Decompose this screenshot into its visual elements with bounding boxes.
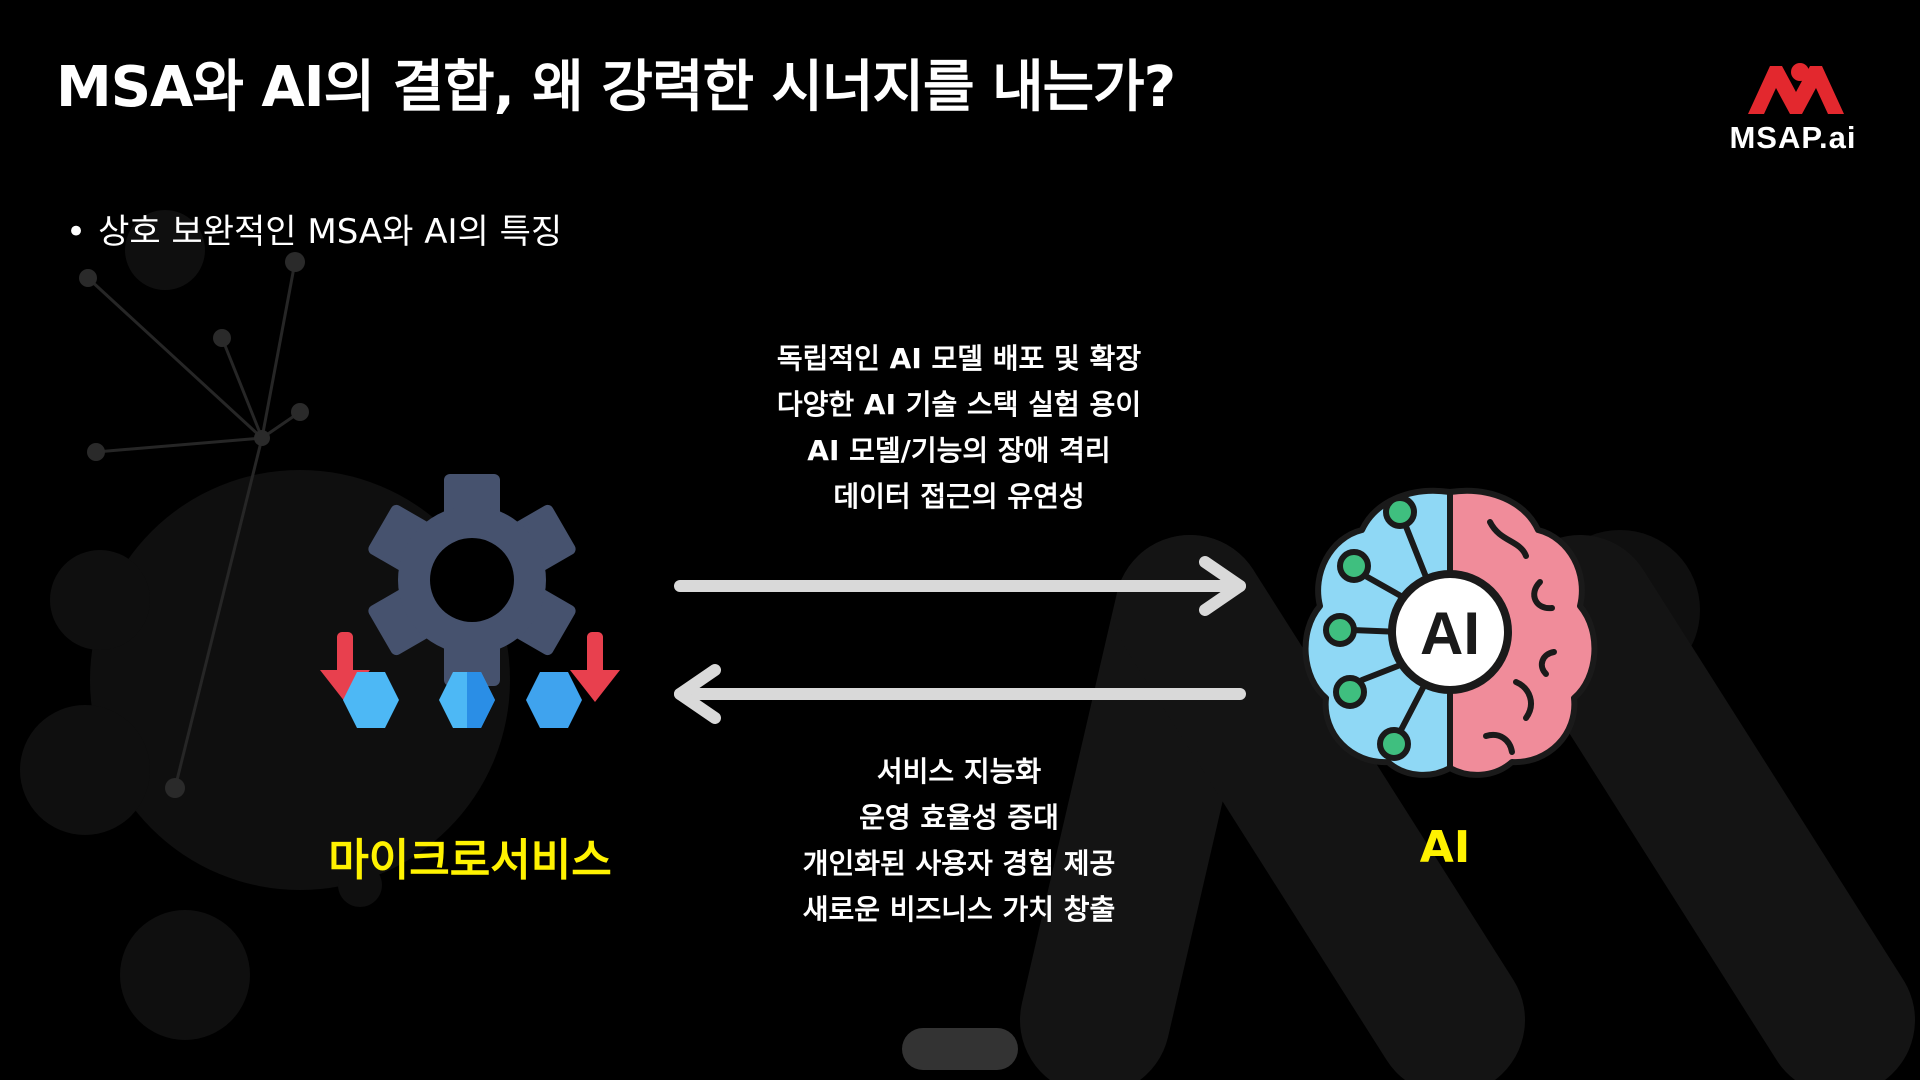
slide-nav-pill[interactable] [902,1028,1018,1070]
benefit-line: 운영 효율성 증대 [859,801,1059,834]
ai-badge-text: AI [1420,600,1480,667]
benefit-line: 독립적인 AI 모델 배포 및 확장 [776,342,1142,375]
msap-logo-mark-icon [1748,63,1844,114]
ai-to-msa-benefits: 서비스 지능화 운영 효율성 증대 개인화된 사용자 경험 제공 새로운 비즈니… [679,749,1239,933]
gear-with-hexagons-icon [320,474,620,728]
bullet-dot-icon: • [66,212,87,252]
msap-logo: MSAP.ai [1700,58,1886,158]
ai-badge-circle [1388,570,1512,694]
benefit-line: 개인화된 사용자 경험 제공 [802,847,1116,880]
benefit-line: 서비스 지능화 [876,755,1042,788]
arrow-left-icon [674,664,1246,724]
benefit-line: 다양한 AI 기술 스택 실험 용이 [776,388,1142,421]
ai-label: AI [1419,822,1471,873]
brain-circuit-icon: AI [1302,487,1598,778]
down-arrow-icon [320,632,620,702]
benefit-line: 데이터 접근의 유연성 [833,480,1085,513]
bullet-text: 상호 보완적인 MSA와 AI의 특징 [98,212,563,252]
brain-right-half [1450,490,1595,775]
msa-to-ai-benefits: 독립적인 AI 모델 배포 및 확장 다양한 AI 기술 스택 실험 용이 AI… [679,336,1239,520]
arrow-right-icon [674,556,1246,616]
circuit-node-dots [1323,495,1417,761]
microservices-label: 마이크로서비스 [328,835,612,886]
bullet-item: • 상호 보완적인 MSA와 AI의 특징 [66,204,562,253]
hexagon-icon [343,672,582,728]
benefit-line: AI 모델/기능의 장애 격리 [807,434,1111,467]
slide-title: MSA와 AI의 결합, 왜 강력한 시너지를 내는가? [56,55,1176,120]
gear-icon [368,474,576,686]
benefit-line: 새로운 비즈니스 가치 창출 [802,893,1116,926]
exchange-arrows [674,556,1246,724]
logo-text: MSAP.ai [1729,120,1857,155]
